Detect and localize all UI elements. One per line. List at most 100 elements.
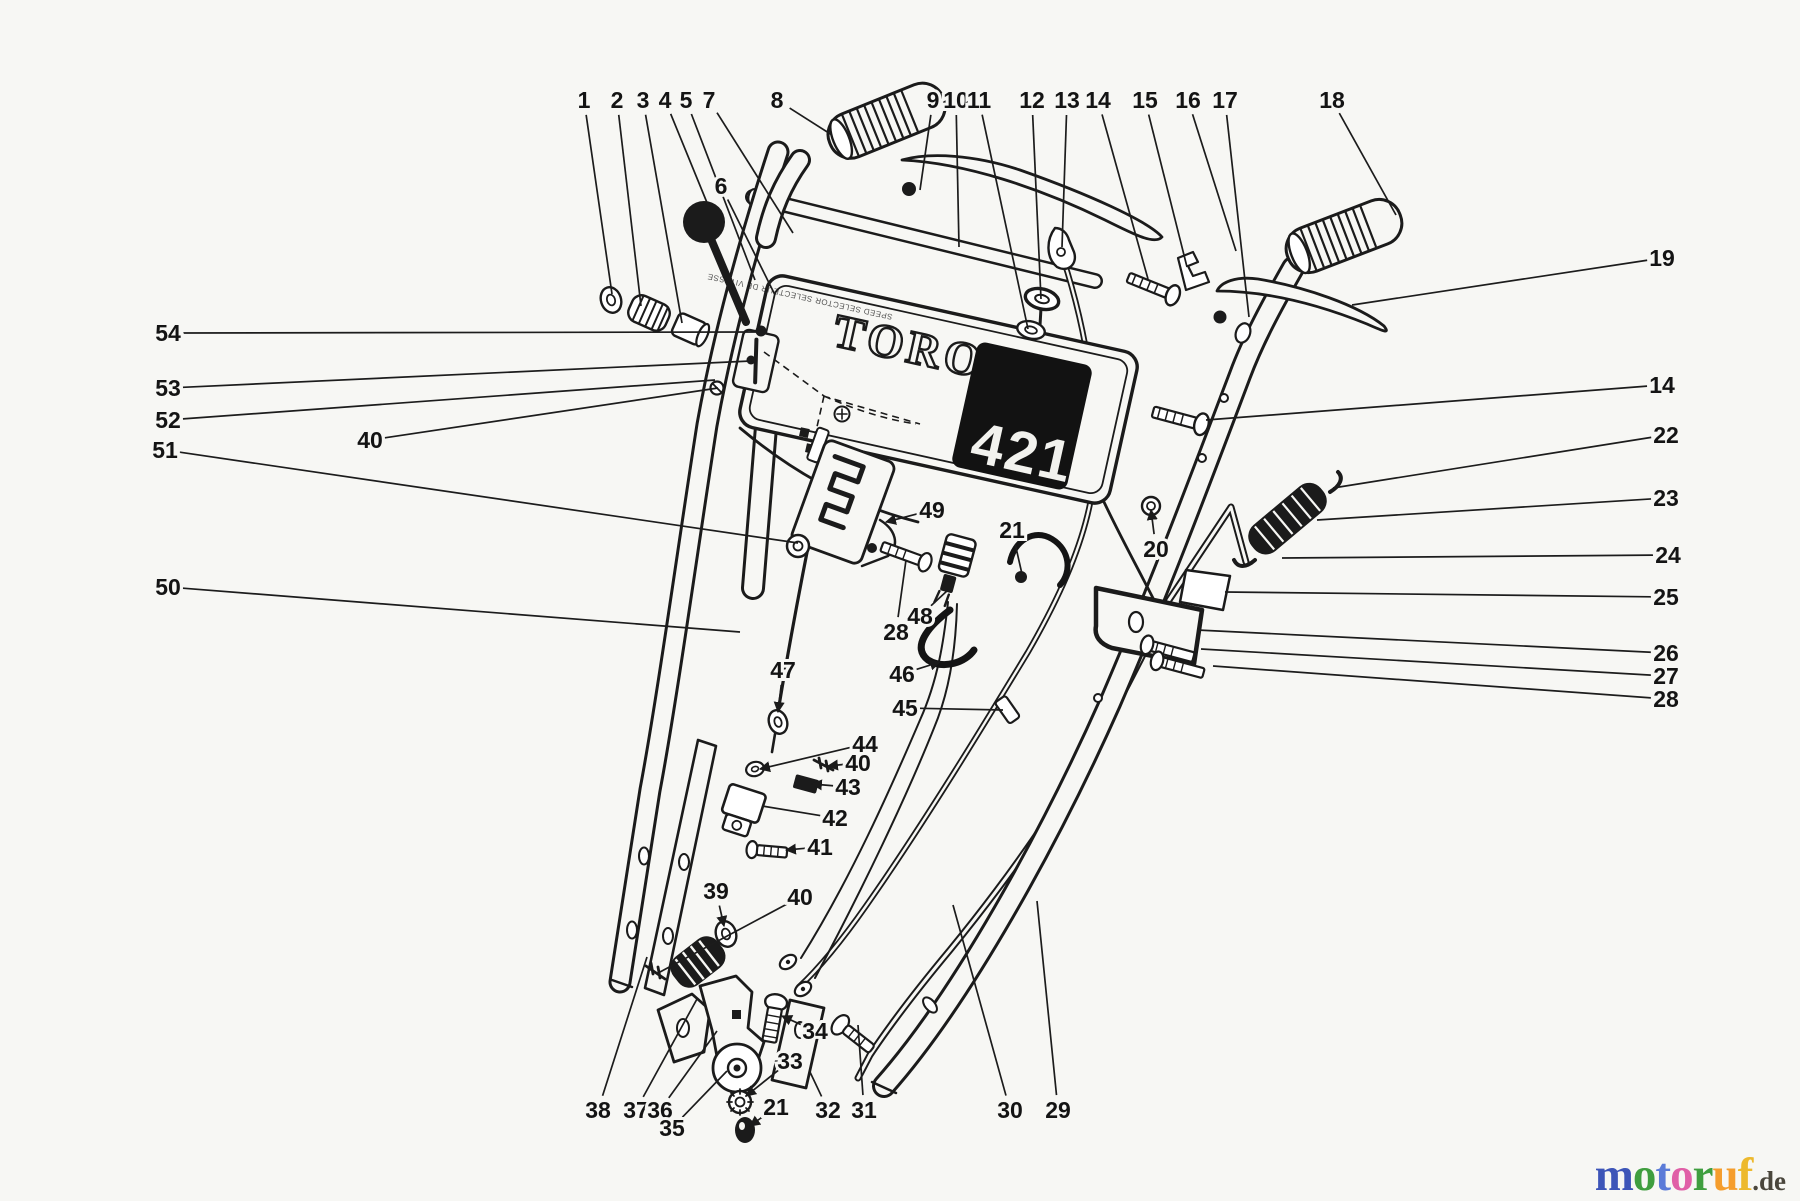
bolt-27 — [1139, 634, 1196, 663]
callout-40: 40 — [357, 427, 383, 453]
watermark-letters: motoruf — [1595, 1149, 1754, 1201]
grommet-21 — [735, 1117, 755, 1143]
bolt-41 — [745, 840, 789, 860]
callout-32: 32 — [815, 1097, 841, 1123]
callout-46: 46 — [889, 661, 915, 687]
callout-50: 50 — [155, 574, 181, 600]
shift-lever — [683, 201, 750, 326]
callout-2: 2 — [611, 87, 624, 113]
leader-line-14 — [1101, 114, 1149, 280]
callout-42: 42 — [822, 805, 848, 831]
washer-spring-spacer — [599, 286, 711, 348]
leader-line-9 — [919, 114, 932, 191]
callout-13: 13 — [1054, 87, 1080, 113]
leader-line-33 — [745, 1069, 779, 1097]
leader-line-39 — [716, 905, 728, 928]
leader-line-21 — [749, 1115, 765, 1127]
callout-36: 36 — [647, 1097, 673, 1123]
pin-40-lower — [644, 961, 667, 981]
watermark-letter: o — [1670, 1149, 1693, 1201]
callout-33: 33 — [777, 1048, 803, 1074]
callout-7: 7 — [703, 87, 716, 113]
callout-3: 3 — [637, 87, 650, 113]
callout-14: 14 — [1649, 372, 1675, 398]
leader-line-32 — [809, 1071, 823, 1097]
leader-line-36 — [668, 1030, 718, 1099]
leader-line-22 — [1332, 436, 1652, 489]
leader-line-29 — [1036, 900, 1058, 1096]
leader-line-13 — [1061, 114, 1068, 248]
callout-8: 8 — [771, 87, 784, 113]
leader-line-30 — [952, 904, 1007, 1096]
right-grip — [1284, 197, 1404, 275]
callout-10: 10 — [943, 87, 969, 113]
callout-52: 52 — [155, 407, 181, 433]
leader-line-1 — [585, 114, 613, 295]
callout-23: 23 — [1653, 485, 1679, 511]
watermark-letter: f — [1737, 1149, 1754, 1201]
leader-line-16 — [1191, 114, 1237, 252]
callout-12: 12 — [1019, 87, 1045, 113]
lower-lever-shaft — [741, 390, 780, 600]
leader-line-27 — [1200, 648, 1652, 676]
callout-37: 37 — [623, 1097, 649, 1123]
leader-line-12 — [1031, 114, 1042, 300]
callout-20: 20 — [1143, 536, 1169, 562]
callout-24: 24 — [1655, 542, 1681, 568]
callout-15: 15 — [1132, 87, 1158, 113]
callout-47: 47 — [770, 657, 796, 683]
bolt-14-right — [1150, 405, 1210, 437]
watermark-letter: r — [1692, 1149, 1714, 1201]
leader-line-45 — [919, 707, 1004, 711]
cable-arc — [1007, 532, 1071, 588]
cable-adjuster — [994, 695, 1021, 725]
leader-line-23 — [1316, 498, 1652, 521]
callout-1: 1 — [578, 87, 591, 113]
callout-17: 17 — [1212, 87, 1238, 113]
callout-28: 28 — [883, 619, 909, 645]
callout-41: 41 — [807, 834, 833, 860]
leader-line-25 — [1224, 591, 1652, 598]
leader-line-4 — [669, 113, 711, 211]
callout-14: 14 — [1085, 87, 1111, 113]
leader-line-35 — [681, 1070, 728, 1118]
leader-line-41 — [784, 843, 806, 855]
left-bail-lever — [900, 154, 1164, 242]
callout-9: 9 — [927, 87, 940, 113]
leader-line-18 — [1338, 112, 1397, 216]
callout-11: 11 — [967, 87, 992, 113]
leader-line-49 — [884, 512, 918, 525]
watermark-letter: t — [1655, 1149, 1671, 1201]
leader-line-51 — [179, 451, 799, 544]
callout-40: 40 — [787, 884, 813, 910]
model-badge — [952, 342, 1092, 490]
callout-40: 40 — [845, 750, 871, 776]
dashed-linkage — [763, 351, 921, 441]
leader-line-50 — [182, 587, 741, 633]
leader-line-19 — [1351, 259, 1648, 306]
callout-51: 51 — [152, 437, 178, 463]
leader-line-43 — [810, 779, 834, 791]
leader-line-26 — [1196, 629, 1652, 654]
leader-line-5 — [690, 113, 756, 281]
callout-19: 19 — [1649, 245, 1675, 271]
leader-line-28 — [897, 559, 907, 618]
watermark-letter: o — [1632, 1149, 1656, 1201]
callout-21: 21 — [763, 1094, 789, 1120]
leader-line-46 — [916, 659, 942, 671]
callout-49: 49 — [919, 497, 945, 523]
callout-28: 28 — [1653, 686, 1679, 712]
leader-line-31 — [857, 1024, 864, 1096]
leader-line-2 — [617, 114, 642, 307]
leader-line-40 — [659, 903, 788, 973]
leader-line-15 — [1147, 114, 1188, 268]
leader-line-8 — [789, 107, 833, 136]
leader-line-42 — [761, 805, 821, 817]
right-bail-lever — [1213, 276, 1388, 344]
wire-loop — [917, 606, 978, 668]
bar-32 — [770, 998, 826, 1090]
handle-bracket — [1176, 250, 1211, 292]
callout-25: 25 — [1653, 584, 1679, 610]
bolt-34 — [761, 992, 789, 1044]
